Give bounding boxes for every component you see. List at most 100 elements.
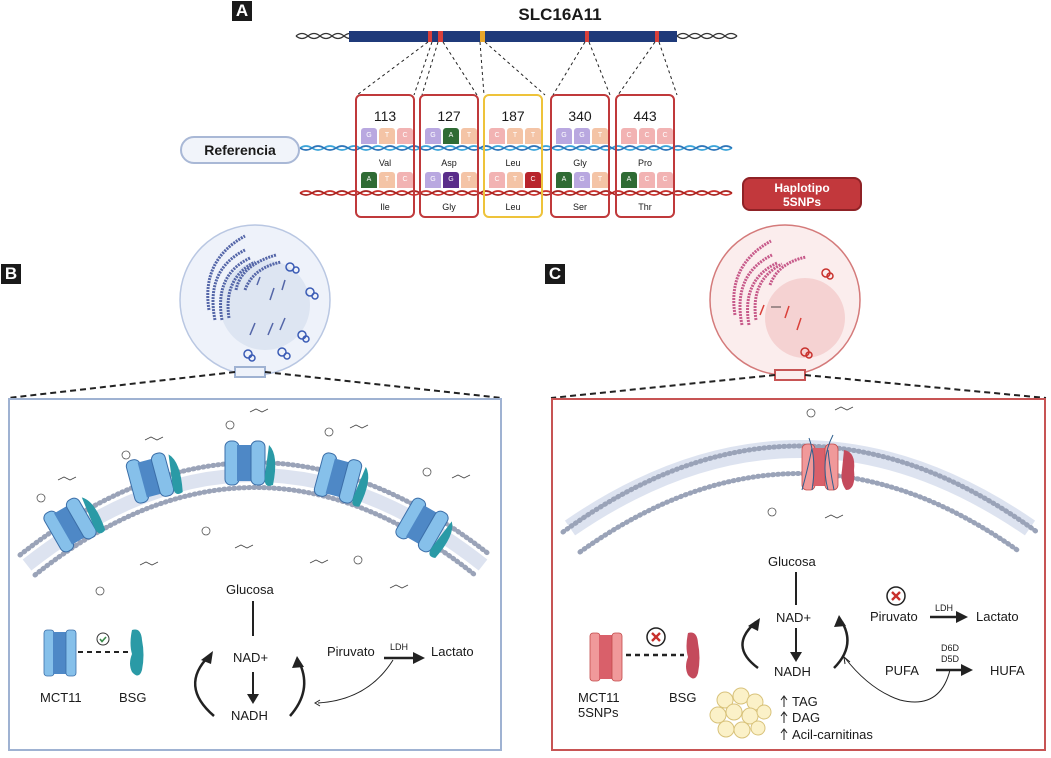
transporter-mct11-2 (125, 452, 183, 504)
alt-nucleotide: A (361, 172, 377, 188)
mrna-strands (249, 276, 286, 336)
alt-amino-acid: Gly (442, 202, 456, 212)
mct11-5snps-label-line2: 5SNPs (578, 705, 619, 720)
ref-nucleotide: C (489, 128, 505, 144)
nad-plus-label: NAD+ (233, 650, 269, 665)
codon-position: 187 (501, 108, 525, 124)
proton-icons-c (767, 408, 816, 517)
alt-amino-acid: Ile (380, 202, 390, 212)
mutant-ribosomes (800, 268, 834, 359)
lactate-label: Lactato (431, 644, 474, 659)
alt-nucleotide: C (657, 172, 673, 188)
alt-nucleotide: C (489, 172, 505, 188)
endoplasmic-reticulum-mutant (732, 239, 807, 326)
bsg-mutant (841, 450, 855, 490)
endoplasmic-reticulum (206, 234, 282, 321)
codon-position: 127 (437, 108, 461, 124)
reference-label: Referencia (180, 136, 300, 164)
haplotype-strand (299, 190, 733, 196)
panel-label-b: B (1, 264, 21, 284)
ref-nucleotide: G (425, 128, 441, 144)
nadh-label: NADH (231, 708, 268, 723)
pufa-label: PUFA (885, 663, 919, 678)
glucose-label-c: Glucosa (768, 554, 816, 569)
snp-marker-443 (655, 31, 659, 42)
alt-nucleotide: C (397, 172, 413, 188)
ref-nucleotide: T (379, 128, 395, 144)
mutant-mrna (759, 304, 802, 331)
nad-plus-label-c: NAD+ (776, 610, 812, 625)
alt-amino-acid: Leu (505, 202, 521, 212)
alt-amino-acid: Thr (638, 202, 652, 212)
ref-nucleotide: C (639, 128, 655, 144)
ref-nucleotide: T (525, 128, 541, 144)
d5d-label: D5D (941, 654, 960, 664)
bsg-label-c: BSG (669, 690, 697, 705)
d6d-label: D6D (941, 643, 960, 653)
pyruvate-label: Piruvato (327, 644, 375, 659)
bsg-legend-icon (130, 629, 144, 676)
alt-nucleotide: T (379, 172, 395, 188)
alt-nucleotide: A (556, 172, 572, 188)
ref-nucleotide: G (361, 128, 377, 144)
pyruvate-label-c: Piruvato (870, 609, 918, 624)
ldh-label: LDH (390, 642, 409, 652)
lactate-molecule-icons (57, 408, 471, 589)
lipid-dag-label: DAG (792, 710, 821, 725)
snp-marker-187 (480, 31, 485, 42)
ref-amino-acid: Pro (637, 158, 652, 168)
transporter-mct11-3 (224, 440, 276, 486)
alt-nucleotide: C (525, 172, 541, 188)
mutant-nucleus (765, 278, 845, 358)
ref-nucleotide: G (574, 128, 590, 144)
alt-amino-acid: Ser (572, 202, 587, 212)
up-arrow-icons (780, 695, 788, 740)
x-icon-interaction (646, 627, 666, 647)
hufa-label: HUFA (990, 663, 1025, 678)
transport-arrows-c (801, 434, 835, 491)
ref-nucleotide: C (621, 128, 637, 144)
alt-nucleotide: T (592, 172, 608, 188)
cycle-arrow-right (289, 663, 306, 717)
alt-nucleotide: A (621, 172, 637, 188)
snp-marker-113 (428, 31, 432, 42)
nadh-regeneration-arrow-c (844, 657, 951, 703)
ref-amino-acid: Val (378, 158, 392, 168)
ref-amino-acid: Asp (441, 158, 457, 168)
haplotype-label-line2: 5SNPs (782, 195, 822, 209)
ref-nucleotide: C (397, 128, 413, 144)
ldh-label-c: LDH (935, 603, 954, 613)
codon-position: 340 (568, 108, 592, 124)
panel-b-frame (8, 398, 502, 751)
ref-amino-acid: Gly (573, 158, 587, 168)
transporter-mct11-mutant (801, 443, 855, 491)
glucose-label: Glucosa (226, 582, 274, 597)
panel-label-a: A (232, 1, 252, 21)
cycle-arrow-left (193, 655, 215, 717)
snp-marker-340 (585, 31, 589, 42)
lactate-molecule-icons-c (824, 406, 854, 519)
nadh-label-c: NADH (774, 664, 811, 679)
lipid-droplets-icon (709, 687, 772, 739)
ref-nucleotide: A (443, 128, 459, 144)
nadh-regeneration-arrow (317, 659, 394, 704)
alt-nucleotide: T (461, 172, 477, 188)
alt-nucleotide: C (639, 172, 655, 188)
normal-nucleus (220, 260, 310, 350)
transporter-mct11-1 (43, 497, 106, 553)
haplotype-label-line1: Haplotipo (774, 181, 830, 195)
alt-nucleotide: G (425, 172, 441, 188)
reference-strand (299, 145, 733, 151)
membrane-inner-c (577, 471, 1023, 555)
gene-bar (349, 31, 677, 42)
gene-title: SLC16A11 (518, 5, 602, 24)
zoom-lines (356, 41, 678, 96)
ref-nucleotide: T (507, 128, 523, 144)
alt-nucleotide: G (574, 172, 590, 188)
mct11-5snps-legend-icon (589, 632, 623, 682)
